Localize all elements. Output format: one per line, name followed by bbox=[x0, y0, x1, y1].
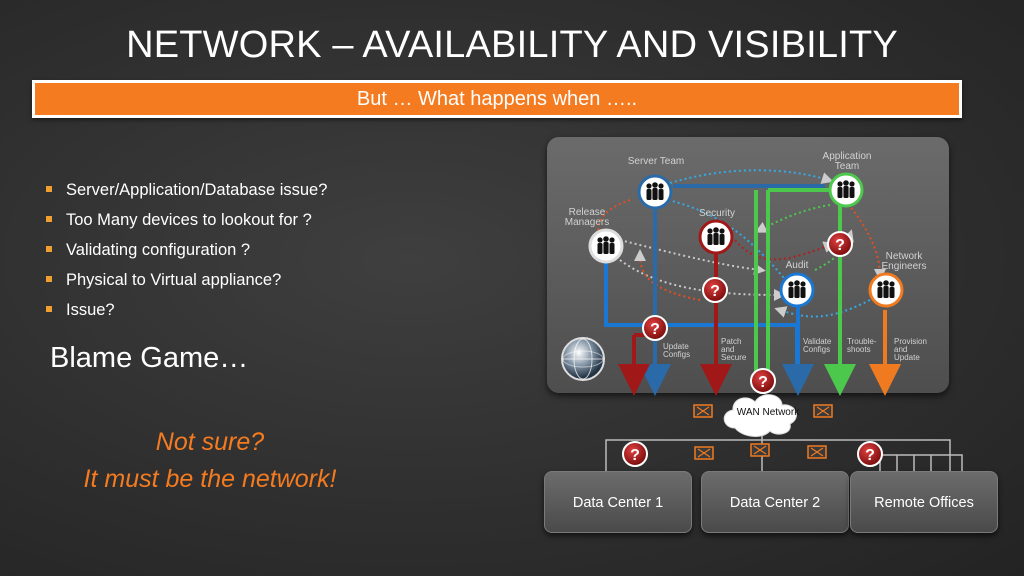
wan-cloud-icon: WAN Network bbox=[723, 394, 800, 437]
not-sure-line: Not sure? bbox=[155, 428, 265, 456]
security-label: Security bbox=[699, 208, 735, 219]
interaction-arrow bbox=[814, 229, 854, 271]
validate-configs-label: Validate bbox=[803, 337, 832, 346]
interaction-arrow bbox=[774, 299, 871, 318]
interaction-arrow bbox=[754, 204, 831, 233]
data-center-2-box: Data Center 2 bbox=[701, 471, 849, 533]
blame-game-heading: Blame Game… bbox=[50, 342, 249, 374]
router-icon bbox=[807, 445, 827, 459]
question-badge-icon: ? bbox=[827, 231, 853, 257]
question-badge-icon: ? bbox=[750, 368, 776, 394]
bullet-square-icon bbox=[46, 246, 52, 252]
interaction-arrow bbox=[669, 169, 834, 184]
data-center-1-box: Data Center 1 bbox=[544, 471, 692, 533]
network-engineers-label-2: Engineers bbox=[881, 261, 926, 272]
team-diagram-panel bbox=[547, 137, 949, 393]
remote-offices-box: Remote Offices bbox=[850, 471, 998, 533]
question-badge-icon: ? bbox=[857, 441, 883, 467]
bullet-item: Issue? bbox=[46, 295, 327, 325]
question-badge-icon: ? bbox=[642, 315, 668, 341]
wan-links bbox=[605, 430, 963, 471]
question-mark: ? bbox=[758, 374, 768, 391]
interaction-arrow bbox=[634, 249, 701, 301]
validate-configs-label-2: Configs bbox=[803, 345, 830, 354]
bullet-square-icon bbox=[46, 276, 52, 282]
update-configs-label: Update bbox=[663, 342, 689, 351]
people-group-icon bbox=[779, 272, 815, 308]
router-icon bbox=[693, 404, 713, 418]
provision-label-3: Update bbox=[894, 353, 920, 362]
troubleshoots-label: Trouble- bbox=[847, 337, 877, 346]
bullet-item: Server/Application/Database issue? bbox=[46, 175, 327, 205]
patch-secure-label-2: and bbox=[721, 345, 734, 354]
slide-title: NETWORK – AVAILABILITY AND VISIBILITY bbox=[126, 24, 898, 66]
not-sure-caption: Not sure? It must be the network! bbox=[50, 424, 370, 498]
bullet-square-icon bbox=[46, 306, 52, 312]
interaction-arrow bbox=[619, 259, 786, 301]
interaction-arrow bbox=[734, 239, 836, 261]
issue-bullet-list: Server/Application/Database issue? Too M… bbox=[46, 175, 327, 325]
question-mark: ? bbox=[630, 447, 640, 464]
interaction-arrow bbox=[667, 199, 794, 290]
question-mark: ? bbox=[710, 283, 720, 300]
people-group-icon bbox=[868, 272, 904, 308]
subtitle-banner: But … What happens when ….. bbox=[32, 80, 962, 118]
interaction-arrows bbox=[592, 169, 886, 318]
patch-secure-label: Patch bbox=[721, 337, 741, 346]
app-team-label-2: Team bbox=[835, 161, 859, 172]
people-group-icon bbox=[698, 219, 734, 255]
release-managers-label-2: Managers bbox=[565, 217, 609, 228]
audit-label: Audit bbox=[786, 260, 809, 271]
patch-secure-label-3: Secure bbox=[721, 353, 747, 362]
interaction-arrow bbox=[844, 199, 886, 281]
connector-lines bbox=[604, 184, 901, 396]
bullet-item: Physical to Virtual appliance? bbox=[46, 265, 327, 295]
bullet-square-icon bbox=[46, 216, 52, 222]
question-mark: ? bbox=[650, 321, 660, 338]
question-mark: ? bbox=[865, 447, 875, 464]
network-blame-line: It must be the network! bbox=[83, 465, 337, 493]
question-badge-icon: ? bbox=[702, 277, 728, 303]
wan-network-label: WAN Network bbox=[737, 407, 800, 418]
release-managers-label: Release bbox=[569, 207, 606, 218]
question-badge-icon: ? bbox=[622, 441, 648, 467]
bullet-item: Too Many devices to lookout for ? bbox=[46, 205, 327, 235]
people-group-icon bbox=[828, 172, 864, 208]
bullet-item: Validating configuration ? bbox=[46, 235, 327, 265]
provision-label: Provision bbox=[894, 337, 927, 346]
router-icon bbox=[694, 446, 714, 460]
router-icon bbox=[750, 443, 770, 457]
people-group-icon bbox=[588, 228, 624, 264]
app-team-label: Application bbox=[823, 151, 872, 162]
router-icon bbox=[813, 404, 833, 418]
server-team-label: Server Team bbox=[628, 156, 685, 167]
question-mark: ? bbox=[835, 237, 845, 254]
troubleshoots-label-2: shoots bbox=[847, 345, 871, 354]
bullet-square-icon bbox=[46, 186, 52, 192]
update-configs-label-2: Configs bbox=[663, 350, 690, 359]
network-engineers-label: Network bbox=[886, 251, 924, 262]
people-group-icon bbox=[637, 174, 673, 210]
provision-label-2: and bbox=[894, 345, 907, 354]
globe-icon bbox=[561, 337, 605, 381]
